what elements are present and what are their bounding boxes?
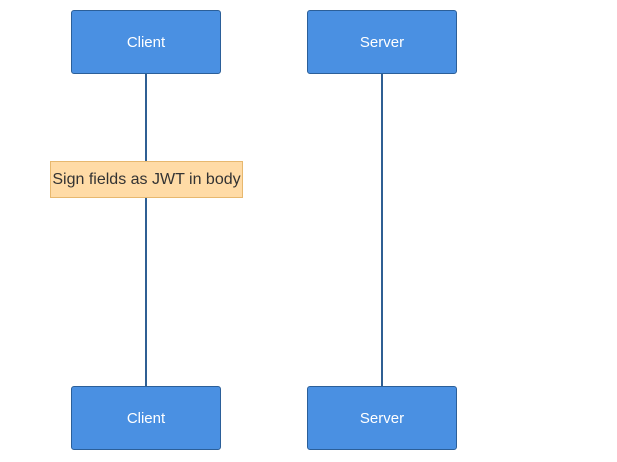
client-top-participant: Client — [71, 10, 221, 74]
client-lifeline — [145, 74, 147, 386]
jwt-signing-note: Sign fields as JWT in body — [50, 161, 243, 198]
server-top-participant: Server — [307, 10, 457, 74]
server-top-label: Server — [359, 33, 405, 51]
server-lifeline — [381, 74, 383, 386]
server-bottom-participant: Server — [307, 386, 457, 450]
server-bottom-label: Server — [359, 409, 405, 427]
jwt-signing-note-text: Sign fields as JWT in body — [52, 170, 241, 188]
client-bottom-label: Client — [126, 409, 166, 427]
client-bottom-participant: Client — [71, 386, 221, 450]
client-top-label: Client — [126, 33, 166, 51]
